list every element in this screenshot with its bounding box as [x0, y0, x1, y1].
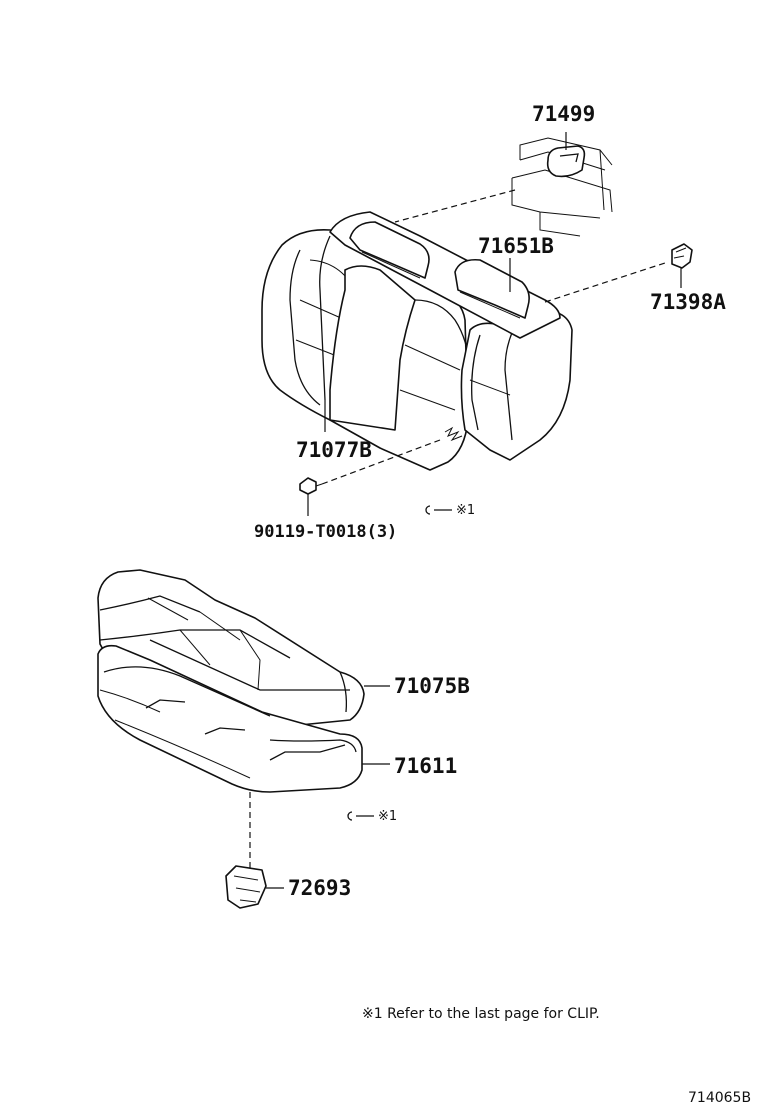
- part-label-71398a: 71398A: [650, 290, 726, 314]
- hook-72693: [225, 865, 267, 909]
- part-label-71611: 71611: [394, 754, 458, 778]
- clip-reference-upper: ※1: [456, 503, 476, 518]
- clip-symbol-upper: [425, 505, 452, 515]
- part-label-71077b: 71077B: [296, 438, 372, 462]
- bolt-90119: [299, 477, 323, 495]
- part-label-71075b: 71075B: [394, 674, 470, 698]
- part-label-90119: 90119-T0018(3): [254, 522, 398, 542]
- clip-symbol-lower: [347, 811, 374, 821]
- clip-71398a: [671, 243, 693, 269]
- figure-id: 714065B: [688, 1090, 752, 1106]
- seat-cushion-pad: [97, 644, 363, 793]
- part-label-72693: 72693: [288, 876, 352, 900]
- headrest-support-bracket: [511, 137, 613, 237]
- part-label-71499: 71499: [532, 102, 596, 126]
- seat-back-assembly: [261, 211, 573, 471]
- clip-footnote: ※1 Refer to the last page for CLIP.: [362, 1006, 600, 1022]
- part-label-71651b: 71651B: [478, 234, 554, 258]
- mount-line-upper: [394, 189, 516, 223]
- mount-line-bolt: [321, 439, 441, 485]
- mount-line-71398a: [544, 261, 669, 303]
- clip-reference-lower: ※1: [378, 809, 398, 824]
